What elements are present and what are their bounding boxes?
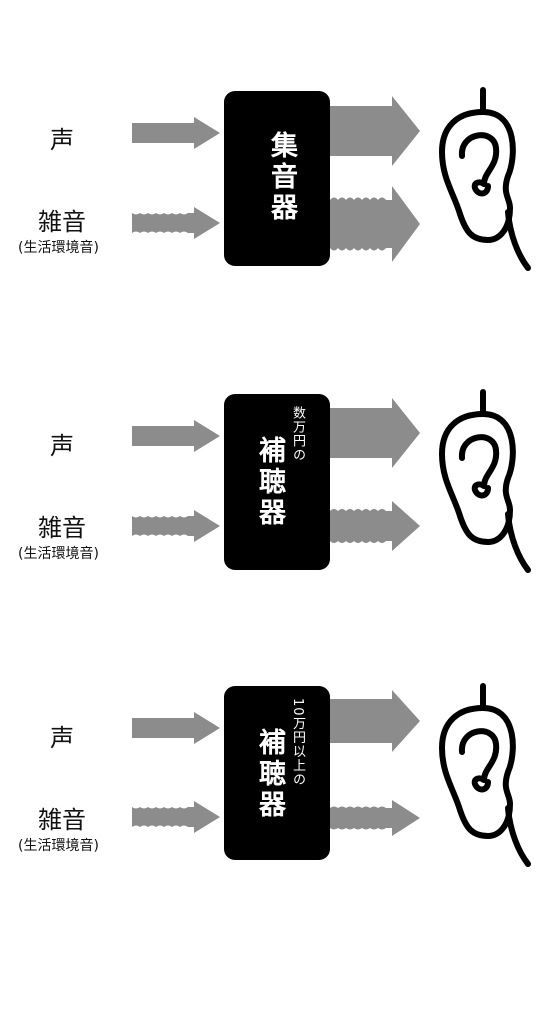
noise-input-arrow (132, 801, 220, 833)
panel-hearing-aid-premium: 声 雑音 (生活環境音) 10万円以上の 補聴器 (0, 683, 553, 894)
device-box: 集音器 (224, 91, 330, 266)
noise-sublabel: (生活環境音) (18, 546, 99, 562)
ear-icon (439, 683, 531, 867)
noise-label: 雑音 (38, 514, 86, 542)
noise-output-arrow (330, 800, 420, 836)
noise-sublabel: (生活環境音) (18, 240, 99, 256)
ear-icon (439, 389, 531, 573)
voice-label: 声 (50, 724, 74, 752)
voice-output-arrow (330, 398, 420, 468)
panel-sound-collector: 声 雑音 (生活環境音) 集音器 (0, 87, 553, 296)
voice-input-arrow (132, 712, 220, 744)
noise-output-arrow (330, 501, 420, 551)
noise-label: 雑音 (38, 806, 86, 834)
device-name: 集音器 (266, 131, 297, 224)
voice-output-arrow (330, 690, 420, 752)
voice-input-arrow (132, 420, 220, 452)
noise-output-arrow (330, 186, 420, 262)
noise-sublabel: (生活環境音) (18, 838, 99, 854)
voice-label: 声 (50, 126, 74, 154)
device-name: 補聴器 (254, 436, 285, 529)
device-box: 数万円の 補聴器 (224, 394, 330, 570)
device-name: 補聴器 (254, 728, 285, 821)
device-price-note: 10万円以上の (290, 698, 305, 787)
noise-label: 雑音 (38, 208, 86, 236)
noise-input-arrow (132, 207, 220, 239)
noise-input-arrow (132, 510, 220, 542)
device-price-note: 数万円の (290, 406, 305, 462)
voice-output-arrow (330, 96, 420, 166)
voice-label: 声 (50, 432, 74, 460)
panel-hearing-aid-standard: 声 雑音 (生活環境音) 数万円の 補聴器 (0, 389, 553, 602)
ear-icon (439, 87, 531, 271)
device-box: 10万円以上の 補聴器 (224, 686, 330, 860)
voice-input-arrow (132, 117, 220, 149)
